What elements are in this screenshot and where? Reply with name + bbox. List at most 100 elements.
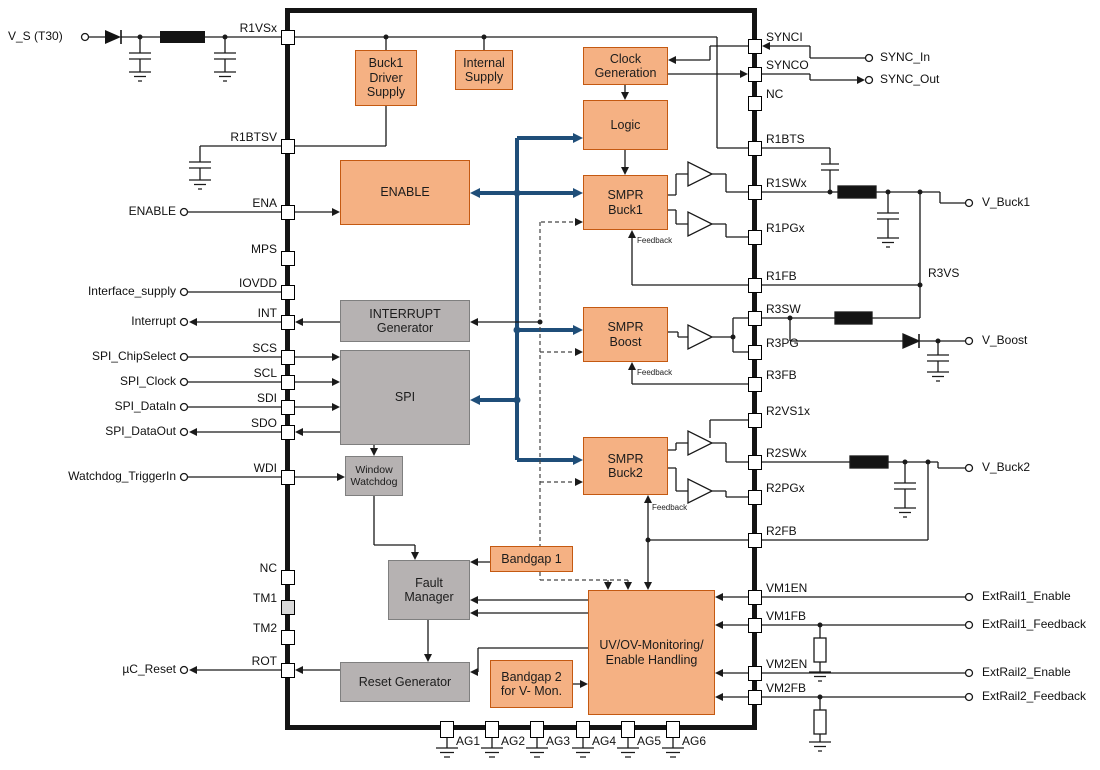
pin-label-r2vs1x: R2VS1x <box>766 404 811 418</box>
extrail2-divider-resistor <box>813 709 827 735</box>
pin-iovdd <box>281 284 295 300</box>
block-internal-supply: Internal Supply <box>455 50 513 90</box>
pin-ag5 <box>621 721 635 738</box>
external-label-extrail2-feedback: ExtRail2_Feedback <box>982 689 1087 703</box>
pin-label-ag2: AG2 <box>501 734 526 748</box>
pin-wdi <box>281 469 295 485</box>
pin-label-tm1: TM1 <box>253 591 277 605</box>
pin-r3sw <box>748 310 762 326</box>
bus-arrowheads <box>470 133 583 465</box>
pin-label-r1btsv: R1BTSV <box>230 130 277 144</box>
external-label-v-buck2: V_Buck2 <box>982 460 1031 474</box>
pin-label-nc-left: NC <box>259 561 277 575</box>
pin-r2swx <box>748 454 762 470</box>
buck2-lowside-driver-icon <box>687 477 714 505</box>
fault-reset-net <box>373 321 748 698</box>
pin-label-int: INT <box>257 306 277 320</box>
extrail1-divider-resistor <box>813 637 827 663</box>
pin-r1bts <box>748 140 762 156</box>
pin-label-r1vsx: R1VSx <box>239 21 277 35</box>
pin-vm1fb <box>748 617 762 633</box>
pin-r1fb <box>748 277 762 293</box>
pin-ag6 <box>666 721 680 738</box>
external-label-interrupt: Interrupt <box>131 314 176 328</box>
pin-nc-right <box>748 95 762 111</box>
pin-int <box>281 314 295 330</box>
external-label-spi-datain: SPI_DataIn <box>114 399 176 413</box>
pin-label-synci: SYNCI <box>766 30 803 44</box>
pin-vm2en <box>748 665 762 681</box>
boost-diode <box>902 333 921 349</box>
external-label-v-boost: V_Boost <box>982 333 1028 347</box>
pin-label-scl: SCL <box>253 366 277 380</box>
buck1-highside-driver-icon <box>687 160 714 188</box>
pin-label-r3pg: R3PG <box>766 336 799 350</box>
pin-label-scs: SCS <box>252 341 277 355</box>
pin-label-ena: ENA <box>252 196 277 210</box>
feedback-label-buck1: Feedback <box>637 236 673 245</box>
pin-sdo <box>281 424 295 440</box>
pin-vm1en <box>748 589 762 605</box>
pin-label-ag3: AG3 <box>546 734 571 748</box>
pin-label-sdi: SDI <box>256 391 277 405</box>
feedback-label-buck2: Feedback <box>652 503 688 512</box>
extrail-net <box>762 596 965 752</box>
external-label-watchdog-triggerin: Watchdog_TriggerIn <box>68 469 176 483</box>
block-bandgap1: Bandgap 1 <box>490 546 573 572</box>
pin-label-synco: SYNCO <box>766 58 809 72</box>
pin-scs <box>281 349 295 365</box>
block-smpr-boost: SMPR Boost <box>583 307 668 362</box>
buck1-lowside-driver-icon <box>687 210 714 238</box>
pin-label-r1fb: R1FB <box>766 269 797 283</box>
input-inductor <box>160 31 205 43</box>
pin-mps <box>281 250 295 266</box>
block-enable: ENABLE <box>340 160 470 225</box>
junction-dots <box>137 34 941 700</box>
pin-label-ag4: AG4 <box>592 734 617 748</box>
external-label-interface-supply: Interface_supply <box>87 284 176 298</box>
pin-label-r2fb: R2FB <box>766 524 797 538</box>
block-fault-manager: Fault Manager <box>388 560 470 620</box>
block-interrupt-generator: INTERRUPT Generator <box>340 300 470 342</box>
pin-label-r2pgx: R2PGx <box>766 481 805 495</box>
monitor-dotted-net <box>539 221 629 584</box>
pin-ag3 <box>530 721 544 738</box>
pin-tm2 <box>281 629 295 645</box>
pin-r3fb <box>748 376 762 392</box>
external-label-extrail2-enable: ExtRail2_Enable <box>982 665 1071 679</box>
boost-driver-net <box>668 317 750 353</box>
pin-vm2fb <box>748 689 762 705</box>
external-label-vs: V_S (T30) <box>8 29 63 43</box>
pin-label-vm2fb: VM2FB <box>766 681 807 695</box>
pin-label-mps: MPS <box>250 242 277 256</box>
block-uv-ov-monitoring: UV/OV-Monitoring/ Enable Handling <box>588 590 715 715</box>
buck2-driver-net <box>668 419 750 505</box>
buck1-external-net <box>762 147 965 318</box>
block-spi: SPI <box>340 350 470 445</box>
pin-synco <box>748 66 762 82</box>
external-label-r3vs: R3VS <box>928 266 960 280</box>
boost-driver-icon <box>687 323 714 351</box>
left-signal-net <box>187 211 340 671</box>
analog-ground-symbols <box>436 738 684 758</box>
pin-label-r3fb: R3FB <box>766 368 797 382</box>
pin-label-r1pgx: R1PGx <box>766 221 805 235</box>
external-label-spi-dataout: SPI_DataOut <box>105 424 176 438</box>
pin-label-vm2en: VM2EN <box>766 657 808 671</box>
block-smpr-buck1: SMPR Buck1 <box>583 175 668 230</box>
pin-ag4 <box>576 721 590 738</box>
buck2-inductor <box>849 455 889 469</box>
pin-label-vm1en: VM1EN <box>766 581 808 595</box>
external-label-enable: ENABLE <box>128 204 176 218</box>
pin-label-r1swx: R1SWx <box>766 176 807 190</box>
pin-label-ag1: AG1 <box>456 734 481 748</box>
block-smpr-buck2: SMPR Buck2 <box>583 437 668 495</box>
block-reset-generator: Reset Generator <box>340 662 470 702</box>
pin-r2vs1x <box>748 412 762 428</box>
pin-r3pg <box>748 344 762 360</box>
boost-external-net <box>762 311 965 382</box>
power-input-net <box>88 36 750 190</box>
pin-ag2 <box>485 721 499 738</box>
